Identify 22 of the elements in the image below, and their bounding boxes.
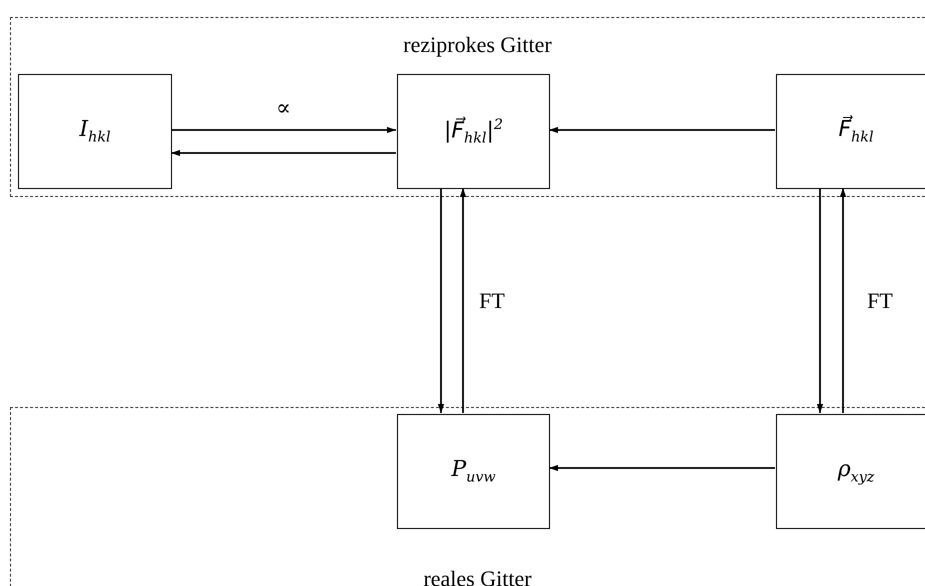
arrow xyxy=(840,188,846,413)
quantity-box xyxy=(397,414,550,529)
formula-label: ρ$_{xyz}$ xyxy=(838,457,874,486)
formula-label: P$_{uvw}$ xyxy=(451,457,496,486)
quantity-box xyxy=(397,74,550,189)
quantity-box xyxy=(776,414,925,529)
arrow xyxy=(171,150,396,156)
region-label: reziprokes Gitter xyxy=(402,32,553,58)
dashed-region xyxy=(10,407,925,586)
arrow xyxy=(460,188,466,413)
formula-label: I$_{hkl}$ xyxy=(79,117,111,146)
dashed-region xyxy=(10,17,925,197)
quantity-box xyxy=(776,74,925,189)
arrow xyxy=(816,188,824,413)
formula-label: F⃗$_{hkl}$ xyxy=(838,117,874,146)
arrow xyxy=(549,464,775,472)
arrow xyxy=(549,126,775,134)
arrow xyxy=(171,126,396,134)
arrow xyxy=(438,188,444,413)
formula-label: |F⃗$_{hkl}$|$^{2}$ xyxy=(444,116,504,146)
quantity-box xyxy=(18,74,172,189)
region-label: reales Gitter xyxy=(422,566,533,586)
